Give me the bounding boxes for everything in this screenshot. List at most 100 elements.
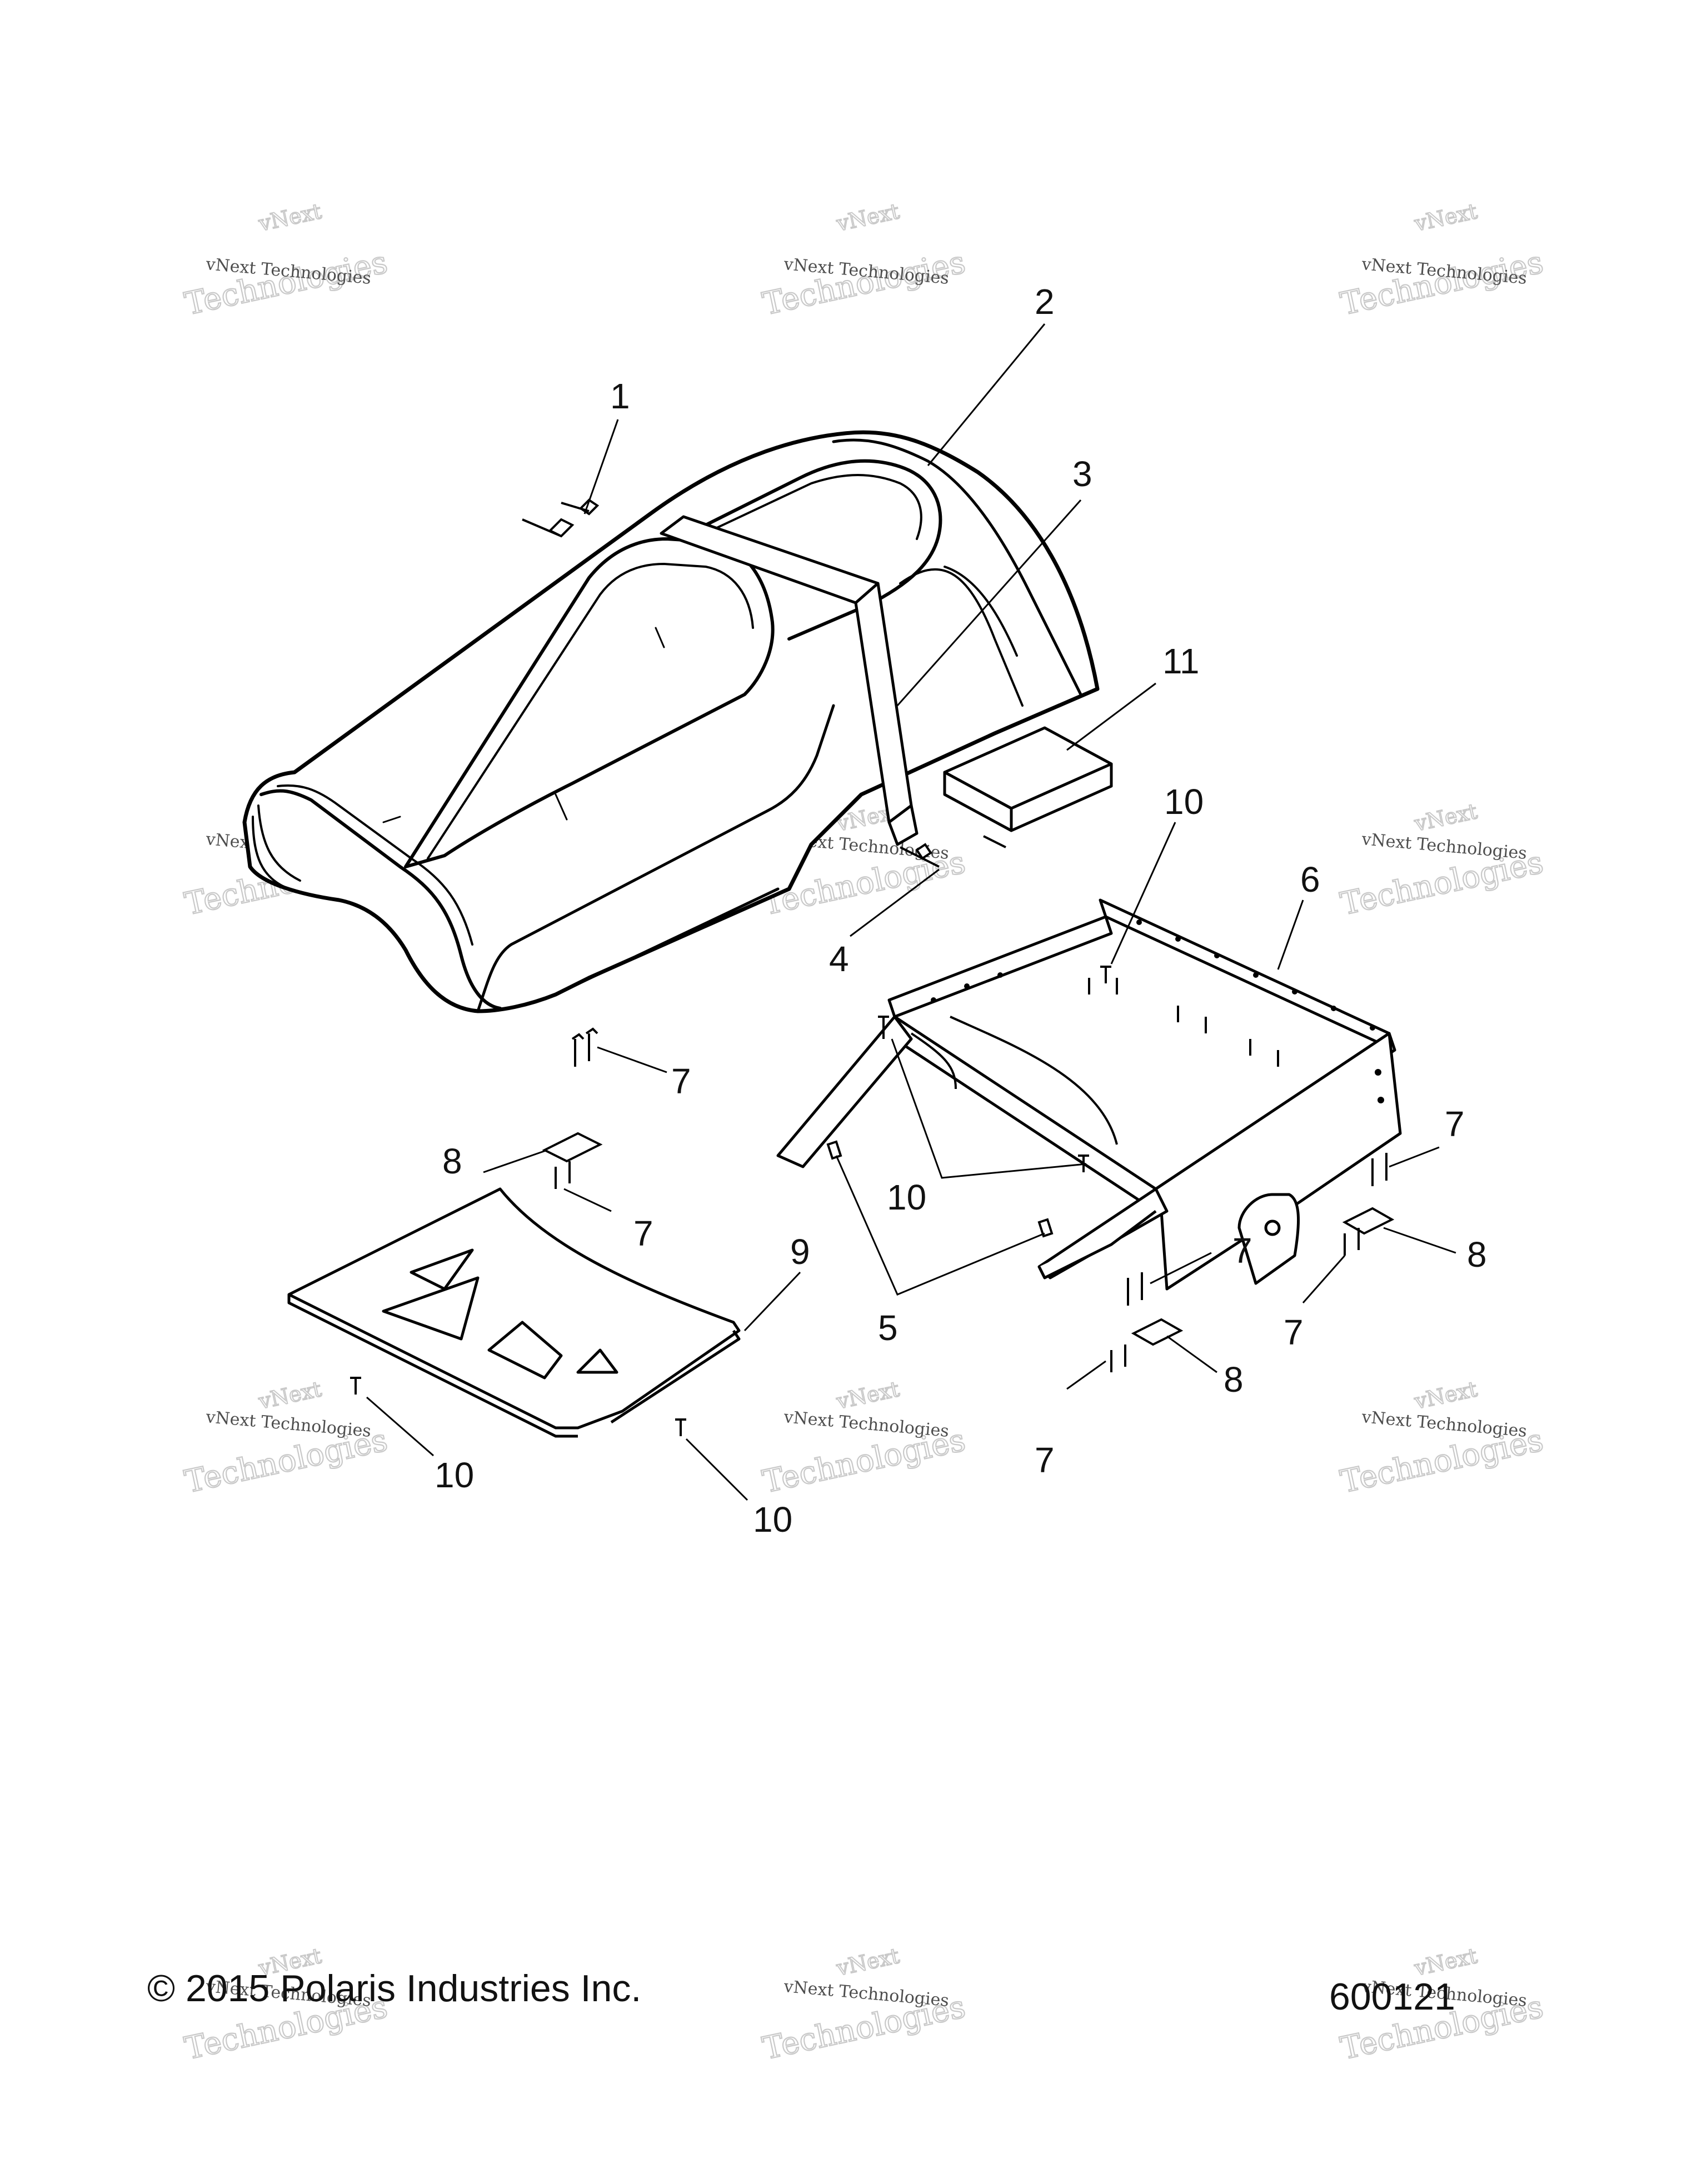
leader-6: [1277, 899, 1304, 970]
push-pin-7f: [1110, 1345, 1126, 1372]
leader-lines: [366, 323, 1456, 1501]
watermark-name: vNext Technologies: [782, 1407, 950, 1441]
leader-11: [1066, 682, 1156, 751]
leader-10a: [1110, 822, 1176, 964]
plate-cutout-1: [410, 1248, 474, 1291]
screw-10a: [878, 1016, 889, 1039]
frame-cross-panel: [910, 1016, 1118, 1145]
leader-9: [743, 1271, 801, 1332]
plate-edge: [287, 1295, 741, 1438]
seat-assembly: [242, 430, 1100, 1013]
mount-plate-8b: [1342, 1207, 1395, 1235]
pin-5a: [826, 1140, 842, 1160]
callout-10-c: 10: [435, 1455, 474, 1495]
push-pin-7e: [1127, 1272, 1143, 1306]
seat-rear-side-2: [944, 566, 1018, 657]
leader-4: [850, 868, 940, 937]
watermark-line1: vNext: [1412, 799, 1480, 836]
callouts: 1 2 3 4 5 6 7 7 7 7 7 7 8 8 8 9 10 10 10…: [435, 282, 1487, 1540]
leader-10c: [366, 1396, 434, 1457]
push-pin-7b: [555, 1161, 571, 1189]
screw-4b: [983, 835, 1006, 848]
callout-8-c: 8: [1224, 1360, 1244, 1400]
watermark-name: vNext Technologies: [1360, 829, 1528, 863]
watermark-line1: vNext: [1412, 199, 1480, 236]
seat-front-face: [252, 804, 301, 890]
watermark: vNext Technologies: [759, 198, 969, 323]
callout-7-d: 7: [1284, 1312, 1304, 1352]
watermark-line1: vNext: [834, 1943, 902, 1981]
seat-outline: [242, 430, 1100, 1013]
callout-5: 5: [878, 1308, 898, 1348]
watermark-line1: vNext: [834, 199, 902, 236]
leader-7a: [597, 1046, 667, 1073]
callout-2: 2: [1035, 282, 1055, 322]
callout-11: 11: [1162, 641, 1199, 681]
callout-4: 4: [829, 939, 849, 979]
frame-holes: [931, 919, 1384, 1103]
callout-7-f: 7: [1035, 1440, 1055, 1480]
leader-10d: [685, 1438, 748, 1501]
leader-8a: [483, 1149, 548, 1173]
pad-side: [1010, 762, 1113, 832]
seat-side-lower: [554, 887, 780, 996]
leader-7d: [1302, 1255, 1346, 1303]
leader-2: [927, 323, 1046, 466]
copyright-notice: © 2015 Polaris Industries Inc.: [147, 1967, 642, 2010]
seat-rear-trim: [832, 438, 1082, 696]
frame-front-face: [1237, 1193, 1300, 1285]
rivet-1b: [561, 498, 600, 516]
callout-7-c: 7: [1445, 1104, 1465, 1144]
frame-top-rail: [1099, 898, 1396, 1052]
callout-9: 9: [790, 1232, 810, 1272]
callout-10-b: 10: [887, 1177, 926, 1217]
rider-cushion: [404, 537, 775, 868]
watermark-line1: vNext: [256, 1377, 324, 1414]
rider-cushion-inner: [427, 563, 754, 859]
seat-side-panel: [476, 704, 835, 1013]
callout-10-d: 10: [753, 1500, 792, 1540]
frame-bolt-hole: [1264, 1220, 1281, 1236]
screw-10d: [675, 1418, 686, 1436]
frame-rear-rail: [887, 915, 1113, 1018]
rider-cushion-seam: [382, 627, 665, 823]
screw-10e: [1100, 966, 1111, 983]
push-pin-7d: [1344, 1228, 1360, 1256]
callout-7-a: 7: [671, 1061, 691, 1101]
watermark-line1: vNext: [1412, 1377, 1480, 1414]
frame-inner-bolts: [1088, 978, 1279, 1067]
leader-3: [896, 499, 1082, 706]
callout-8-b: 8: [1467, 1235, 1487, 1275]
strap-tab: [887, 804, 919, 846]
plate-cutout-2: [382, 1276, 480, 1341]
callout-8-a: 8: [442, 1141, 462, 1181]
fasteners: [350, 498, 1395, 1436]
passenger-cushion-inner: [716, 474, 922, 540]
watermark-line1: vNext: [834, 1377, 902, 1414]
frame-foot-right: [1037, 1210, 1157, 1280]
leader-7e: [1150, 1252, 1212, 1285]
rivet-1a: [522, 518, 575, 538]
seat-frame: [776, 898, 1402, 1291]
screw-4a: [900, 843, 940, 868]
leader-5: [835, 1155, 1045, 1296]
leader-7f: [1066, 1360, 1106, 1390]
frame-left-leg: [776, 1015, 913, 1168]
leader-1: [583, 419, 619, 514]
seat-rear-side: [899, 568, 1024, 707]
watermark-line1: vNext: [256, 199, 324, 236]
pin-5b: [1037, 1218, 1054, 1238]
mount-plate-8a: [542, 1132, 603, 1163]
callout-1: 1: [610, 376, 630, 416]
callout-6: 6: [1300, 859, 1320, 899]
push-pin-7c: [1371, 1153, 1387, 1186]
watermark: vNext Technologies: [1337, 198, 1547, 323]
watermark-name: vNext Technologies: [1360, 1407, 1528, 1441]
watermark: vNext Technologies: [181, 198, 391, 323]
callout-7-b: 7: [633, 1213, 653, 1253]
push-pin-7a: [571, 1027, 598, 1067]
leader-7c: [1389, 1146, 1440, 1168]
plate-outline: [287, 1187, 741, 1430]
leader-10b: [891, 1038, 1087, 1179]
